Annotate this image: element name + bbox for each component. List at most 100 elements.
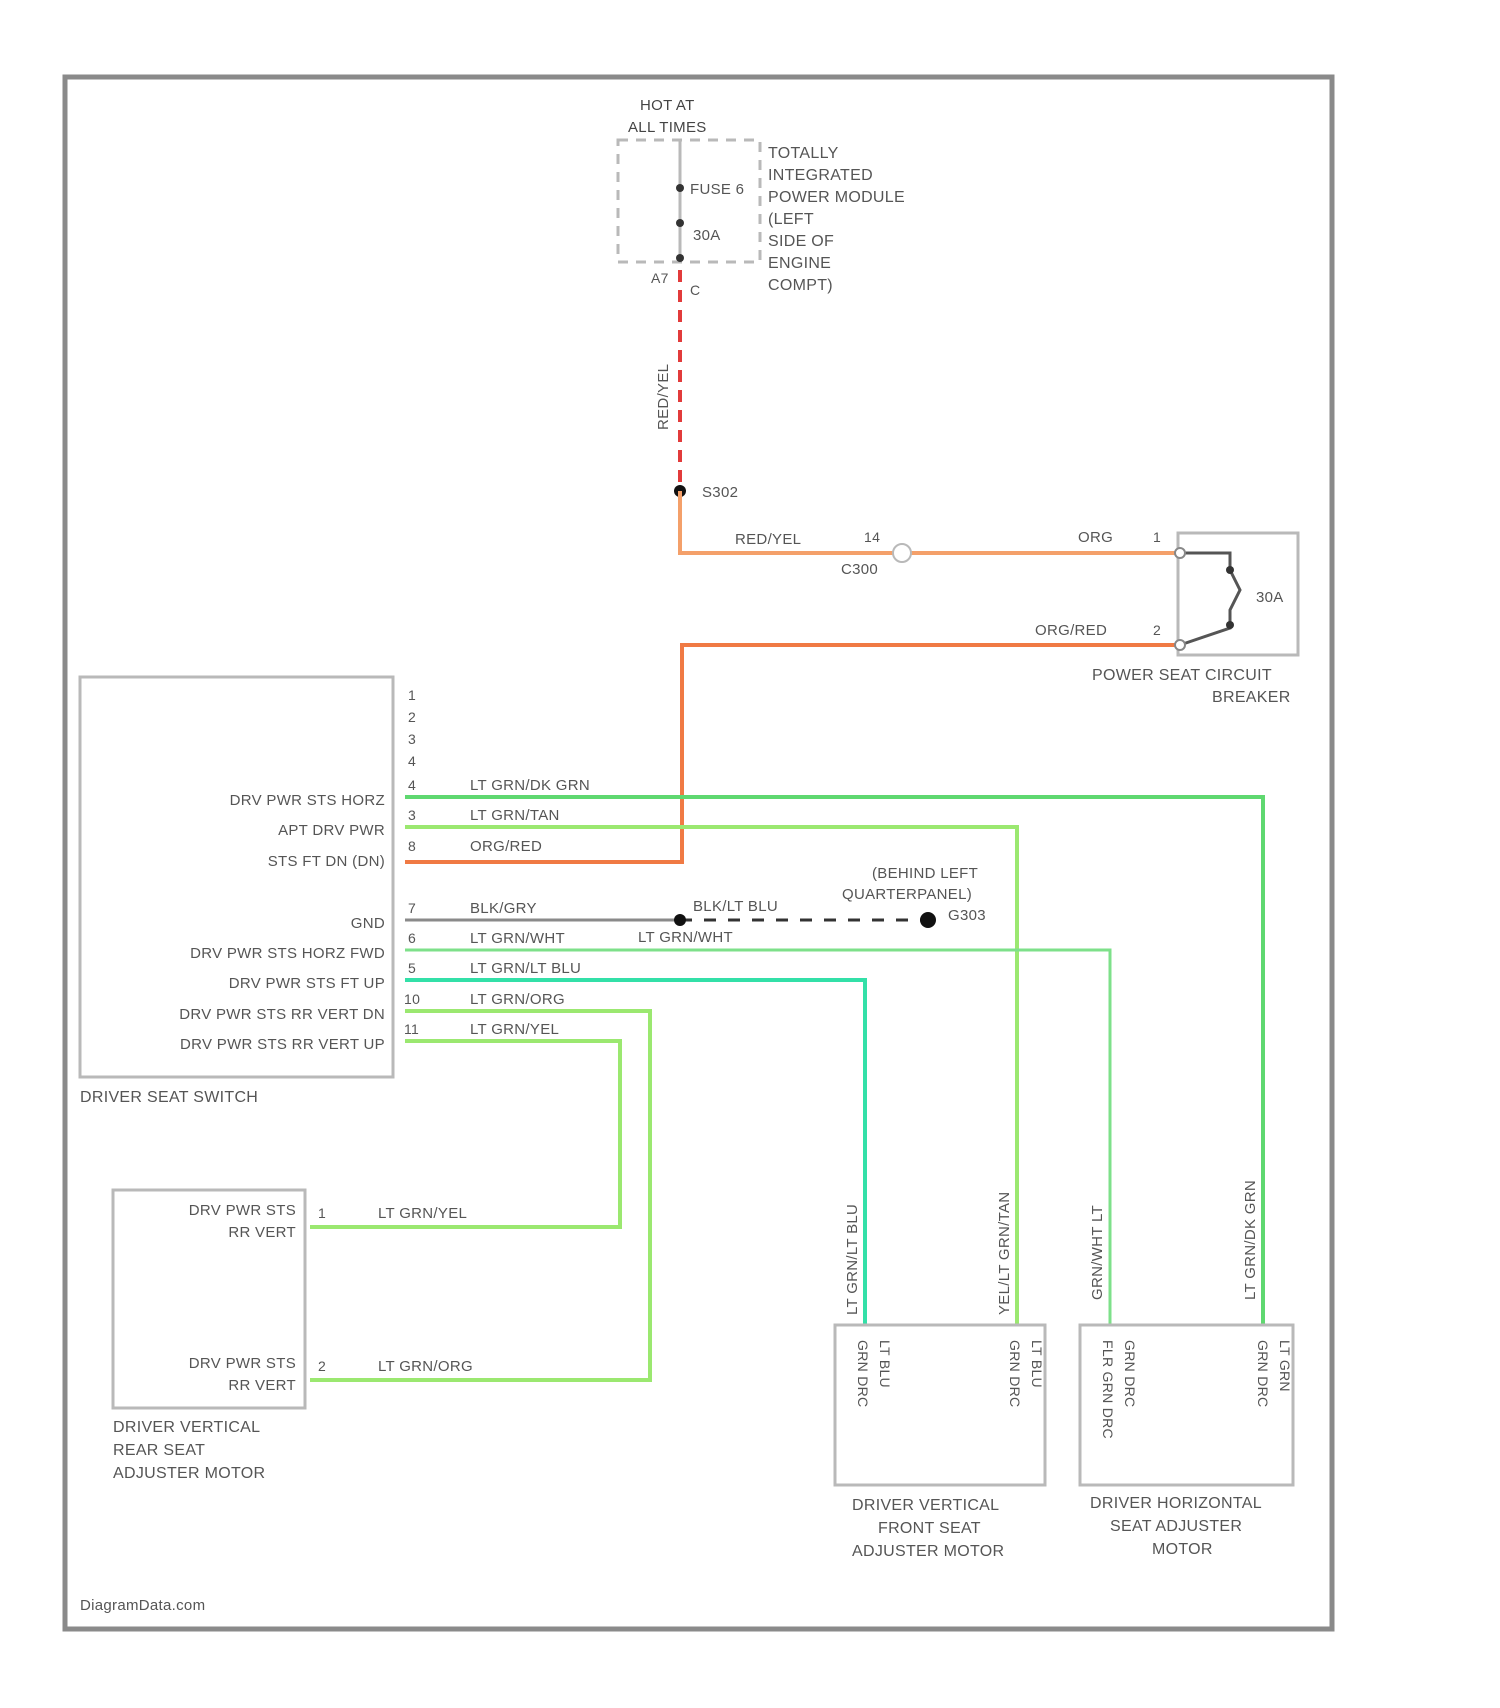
horz-motor-pin-label: GRN DRC — [1122, 1340, 1138, 1407]
switch-pin: 6 — [408, 930, 416, 946]
rear-motor-pin-1: 1 — [318, 1205, 326, 1221]
rear-motor-pin1-label-1: DRV PWR STS — [189, 1202, 296, 1219]
front-motor-pin-label: LT BLU — [1029, 1340, 1045, 1388]
watermark: DiagramData.com — [80, 1597, 205, 1614]
breaker-name-1: POWER SEAT CIRCUIT — [1092, 667, 1272, 684]
switch-row-label: GND — [351, 915, 385, 932]
wire-lt-grn-org — [310, 1011, 650, 1380]
ground-g303-dot — [920, 912, 936, 928]
ground-secondary-wire-label: LT GRN/WHT — [638, 929, 733, 946]
switch-pin: 8 — [408, 838, 416, 854]
diagram-frame — [65, 77, 1332, 1629]
connector-c300-symbol — [893, 544, 911, 562]
ground-location-1: (BEHIND LEFT — [872, 865, 978, 882]
ground-location-2: QUARTERPANEL) — [842, 886, 972, 903]
blank-pin-4: 4 — [408, 753, 416, 769]
front-motor-pin-label: GRN DRC — [1007, 1340, 1023, 1407]
horz-motor-name-1: DRIVER HORIZONTAL — [1090, 1495, 1262, 1512]
blank-pin-2: 2 — [408, 709, 416, 725]
switch-row-label: DRV PWR STS HORZ FWD — [190, 945, 385, 962]
switch-pin: 5 — [408, 960, 416, 976]
front-motor-wire-right: YEL/LT GRN/TAN — [996, 1192, 1013, 1315]
module-line-5: SIDE OF — [768, 233, 834, 250]
module-pin-a: A7 — [651, 270, 669, 286]
rear-motor-pin-2: 2 — [318, 1358, 326, 1374]
fuse-node-mid — [676, 219, 684, 227]
front-motor-name-1: DRIVER VERTICAL — [852, 1497, 999, 1514]
return-wire-label: ORG/RED — [1035, 622, 1107, 639]
rear-motor-box — [113, 1190, 305, 1408]
module-pin-b: C — [690, 282, 700, 298]
horz-motor-name-2: SEAT ADJUSTER — [1110, 1518, 1242, 1535]
module-line-7: COMPT) — [768, 277, 833, 294]
rear-motor-pin1-label-2: RR VERT — [228, 1224, 296, 1241]
rear-motor-wire-1: LT GRN/YEL — [378, 1205, 467, 1222]
module-line-6: ENGINE — [768, 255, 831, 272]
ground-splice-dot — [674, 914, 686, 926]
fuse-rating: 30A — [693, 227, 721, 244]
front-motor-wire-left: LT GRN/LT BLU — [844, 1204, 861, 1315]
horz-motor-wire-right: LT GRN/DK GRN — [1242, 1180, 1259, 1300]
blank-pin-1: 1 — [408, 687, 416, 703]
front-motor-pin-label: LT BLU — [877, 1340, 893, 1388]
horz-motor-pin-label: GRN DRC — [1255, 1340, 1271, 1407]
rear-motor-name-3: ADJUSTER MOTOR — [113, 1465, 265, 1482]
horz-motor-name-3: MOTOR — [1152, 1541, 1213, 1558]
module-line-3: POWER MODULE — [768, 189, 905, 206]
rear-motor-pin2-label-2: RR VERT — [228, 1377, 296, 1394]
front-motor-pin-label: GRN DRC — [855, 1340, 871, 1407]
hot-at-line-2: ALL TIMES — [628, 119, 707, 136]
rear-motor-name-1: DRIVER VERTICAL — [113, 1419, 260, 1436]
breaker-out-wire-label: ORG — [1078, 529, 1113, 546]
ground-splice-wire-label: BLK/LT BLU — [693, 898, 778, 915]
front-motor-name-3: ADJUSTER MOTOR — [852, 1543, 1004, 1560]
wire-lt-grn-yel — [310, 1041, 620, 1227]
driver-vertical-rear-seat-motor: DRV PWR STS RR VERT DRV PWR STS RR VERT … — [113, 1190, 473, 1482]
switch-row-label: DRV PWR STS HORZ — [230, 792, 385, 809]
connector-c300-label: C300 — [841, 561, 878, 578]
switch-pin: 11 — [404, 1021, 419, 1037]
rear-motor-wire-2: LT GRN/ORG — [378, 1358, 473, 1375]
splice-s302-label: S302 — [702, 484, 738, 501]
breaker-terminal-1 — [1175, 548, 1185, 558]
seat-switch-name: DRIVER SEAT SWITCH — [80, 1089, 258, 1106]
fuse-node-bottom — [676, 254, 684, 262]
breaker-name-2: BREAKER — [1212, 689, 1291, 706]
switch-wire-label: LT GRN/YEL — [470, 1021, 559, 1038]
switch-wire-label: LT GRN/WHT — [470, 930, 565, 947]
power-module-box — [618, 140, 760, 262]
rear-motor-pin2-label-1: DRV PWR STS — [189, 1355, 296, 1372]
switch-row-label: DRV PWR STS FT UP — [229, 975, 385, 992]
switch-row-label: STS FT DN (DN) — [268, 853, 385, 870]
breaker-node-top — [1226, 566, 1234, 574]
breaker-node-bottom — [1226, 621, 1234, 629]
feed-wire-label: RED/YEL — [735, 531, 801, 548]
horz-motor-pin-label: FLR GRN DRC — [1100, 1340, 1116, 1439]
fuse-label: FUSE 6 — [690, 181, 744, 198]
breaker-pin-1: 1 — [1153, 529, 1161, 545]
wire-lt-grn-dk-grn — [405, 797, 1263, 1325]
breaker-pin-2: 2 — [1153, 622, 1161, 638]
power-source: HOT AT ALL TIMES FUSE 6 30A TOTALLY INTE… — [618, 97, 905, 501]
blank-pin-3: 3 — [408, 731, 416, 747]
org-red-return-wire — [405, 645, 1178, 862]
switch-pin: 10 — [404, 991, 420, 1007]
switch-pin: 3 — [408, 807, 416, 823]
rear-motor-name-2: REAR SEAT — [113, 1442, 205, 1459]
red-yel-vertical-label: RED/YEL — [655, 364, 672, 430]
ground-id: G303 — [948, 907, 986, 924]
switch-row-label: DRV PWR STS RR VERT UP — [180, 1036, 385, 1053]
module-line-4: (LEFT — [768, 211, 814, 228]
switch-wire-label: LT GRN/TAN — [470, 807, 560, 824]
breaker-terminal-2 — [1175, 640, 1185, 650]
switch-wire-label: LT GRN/LT BLU — [470, 960, 581, 977]
feed-pin: 14 — [864, 529, 880, 545]
module-line-1: TOTALLY — [768, 145, 839, 162]
switch-row-label: DRV PWR STS RR VERT DN — [179, 1006, 385, 1023]
fuse-node-top — [676, 184, 684, 192]
horz-motor-wire-left: GRN/WHT LT — [1089, 1205, 1106, 1300]
switch-wire-label: BLK/GRY — [470, 900, 537, 917]
switch-pin: 7 — [408, 900, 416, 916]
breaker-rating: 30A — [1256, 589, 1284, 606]
switch-wire-label: LT GRN/DK GRN — [470, 777, 590, 794]
